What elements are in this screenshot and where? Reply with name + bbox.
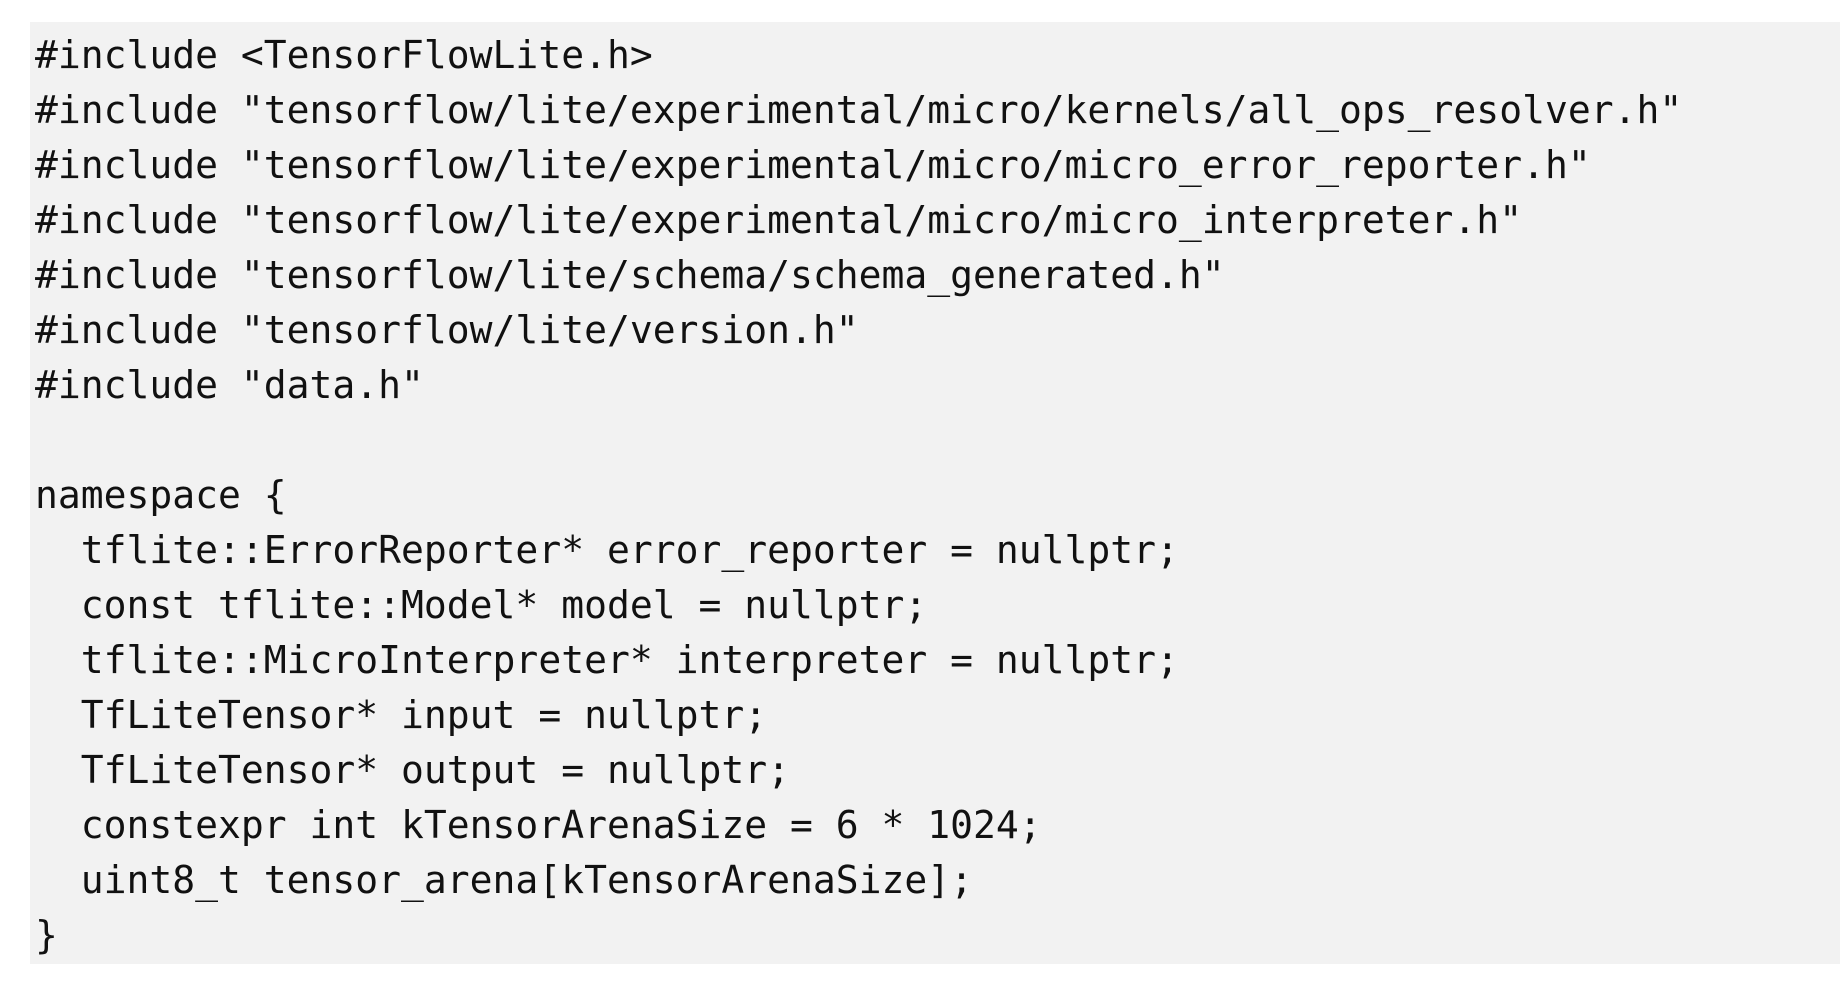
namespace-close-line: } (35, 913, 58, 957)
include-version-line: #include "tensorflow/lite/version.h" (35, 308, 859, 352)
interpreter-declaration-line: tflite::MicroInterpreter* interpreter = … (35, 638, 1179, 682)
include-tensorflowlite-line: #include <TensorFlowLite.h> (35, 33, 653, 77)
namespace-open-line: namespace { (35, 473, 287, 517)
include-micro-error-reporter-line: #include "tensorflow/lite/experimental/m… (35, 143, 1591, 187)
input-declaration-line: TfLiteTensor* input = nullptr; (35, 693, 768, 737)
code-block: #include <TensorFlowLite.h> #include "te… (30, 22, 1840, 964)
include-all-ops-resolver-line: #include "tensorflow/lite/experimental/m… (35, 88, 1683, 132)
include-micro-interpreter-line: #include "tensorflow/lite/experimental/m… (35, 198, 1523, 242)
tensor-arena-size-declaration-line: constexpr int kTensorArenaSize = 6 * 102… (35, 803, 1042, 847)
blank-line (35, 413, 1840, 468)
error-reporter-declaration-line: tflite::ErrorReporter* error_reporter = … (35, 528, 1179, 572)
include-schema-generated-line: #include "tensorflow/lite/schema/schema_… (35, 253, 1225, 297)
tensor-arena-declaration-line: uint8_t tensor_arena[kTensorArenaSize]; (35, 858, 973, 902)
model-declaration-line: const tflite::Model* model = nullptr; (35, 583, 928, 627)
output-declaration-line: TfLiteTensor* output = nullptr; (35, 748, 790, 792)
include-data-line: #include "data.h" (35, 363, 424, 407)
